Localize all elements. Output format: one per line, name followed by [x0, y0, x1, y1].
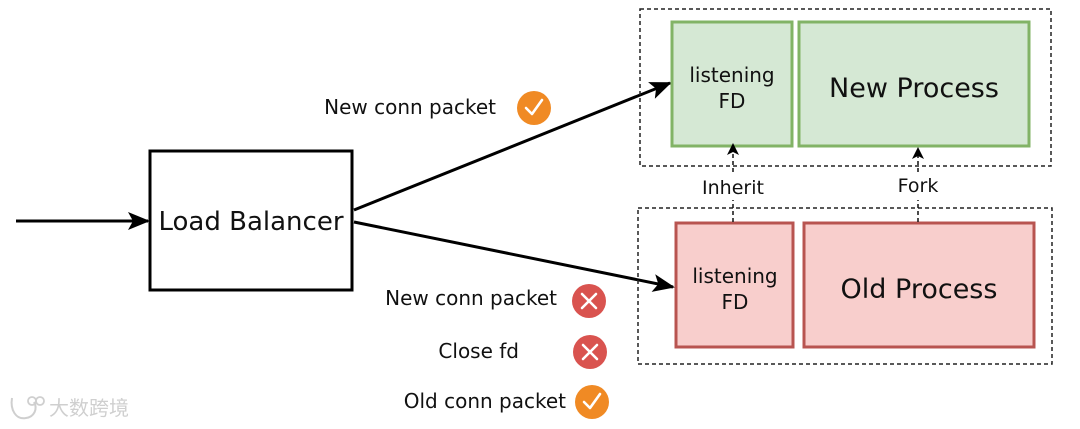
logo-icon — [10, 396, 45, 420]
load-balancer-label: Load Balancer — [158, 207, 343, 237]
watermark-text: 大数跨境 — [49, 396, 129, 420]
packet-label: New conn packet — [324, 95, 496, 119]
old-listening-fd-box — [674, 221, 795, 349]
packet-item-4: Old conn packet — [404, 385, 609, 419]
x-circle-icon — [572, 284, 606, 318]
inherit-label: Inherit — [702, 177, 764, 199]
old-listening-fd-line2: FD — [722, 290, 749, 314]
packet-label: New conn packet — [385, 286, 557, 310]
packet-label: Old conn packet — [404, 389, 566, 413]
old-process-label: Old Process — [841, 274, 998, 305]
old-process-group: listening FD Old Process — [637, 207, 1053, 365]
check-circle-icon — [517, 91, 551, 125]
new-process-group: listening FD New Process — [639, 8, 1052, 167]
load-balancer-box — [148, 149, 354, 292]
new-listening-fd-line1: listening — [689, 63, 774, 87]
arrow-to-old-fd — [353, 220, 675, 292]
fork-label: Fork — [898, 175, 939, 197]
load-balancer: Load Balancer — [148, 149, 354, 292]
check-circle-icon — [575, 385, 609, 419]
fork-relation: Fork — [898, 147, 939, 222]
arrow-to-new-fd — [353, 81, 672, 212]
inherit-relation: Inherit — [702, 143, 764, 222]
packet-item-3: Close fd — [438, 335, 607, 369]
old-listening-fd-line1: listening — [692, 264, 777, 288]
new-group-dashed-border — [639, 8, 1052, 167]
new-listening-fd-line2: FD — [719, 89, 746, 113]
packet-item-1: New conn packet — [324, 91, 551, 125]
packet-label: Close fd — [438, 339, 519, 363]
old-process-box — [802, 221, 1036, 349]
packet-item-2: New conn packet — [385, 284, 606, 318]
x-circle-icon — [573, 335, 607, 369]
old-group-dashed-border — [637, 207, 1053, 365]
watermark: 大数跨境 — [10, 396, 129, 420]
new-listening-fd-box — [670, 20, 794, 148]
new-process-label: New Process — [829, 73, 999, 104]
new-process-box — [797, 20, 1031, 148]
